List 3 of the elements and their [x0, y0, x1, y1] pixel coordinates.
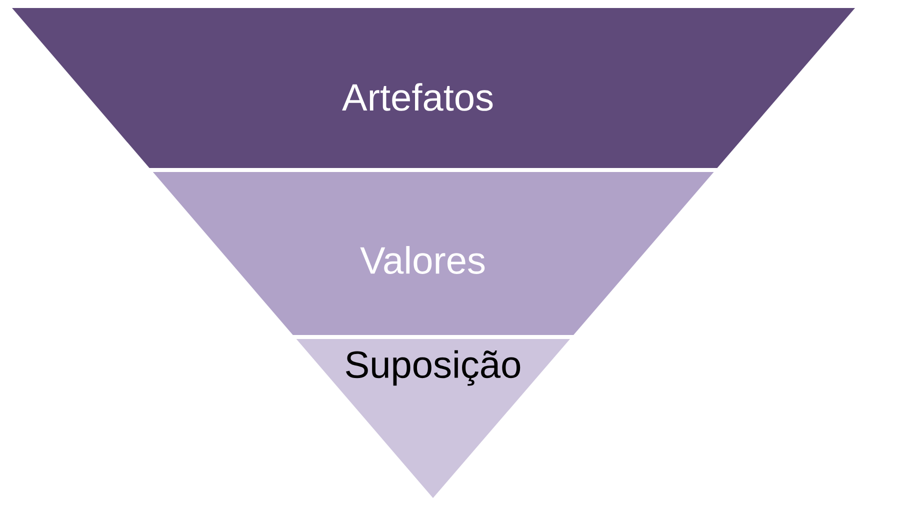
funnel-band: Suposição: [296, 339, 570, 498]
funnel-band: Artefatos: [12, 8, 855, 168]
funnel-band: Valores: [152, 172, 714, 335]
